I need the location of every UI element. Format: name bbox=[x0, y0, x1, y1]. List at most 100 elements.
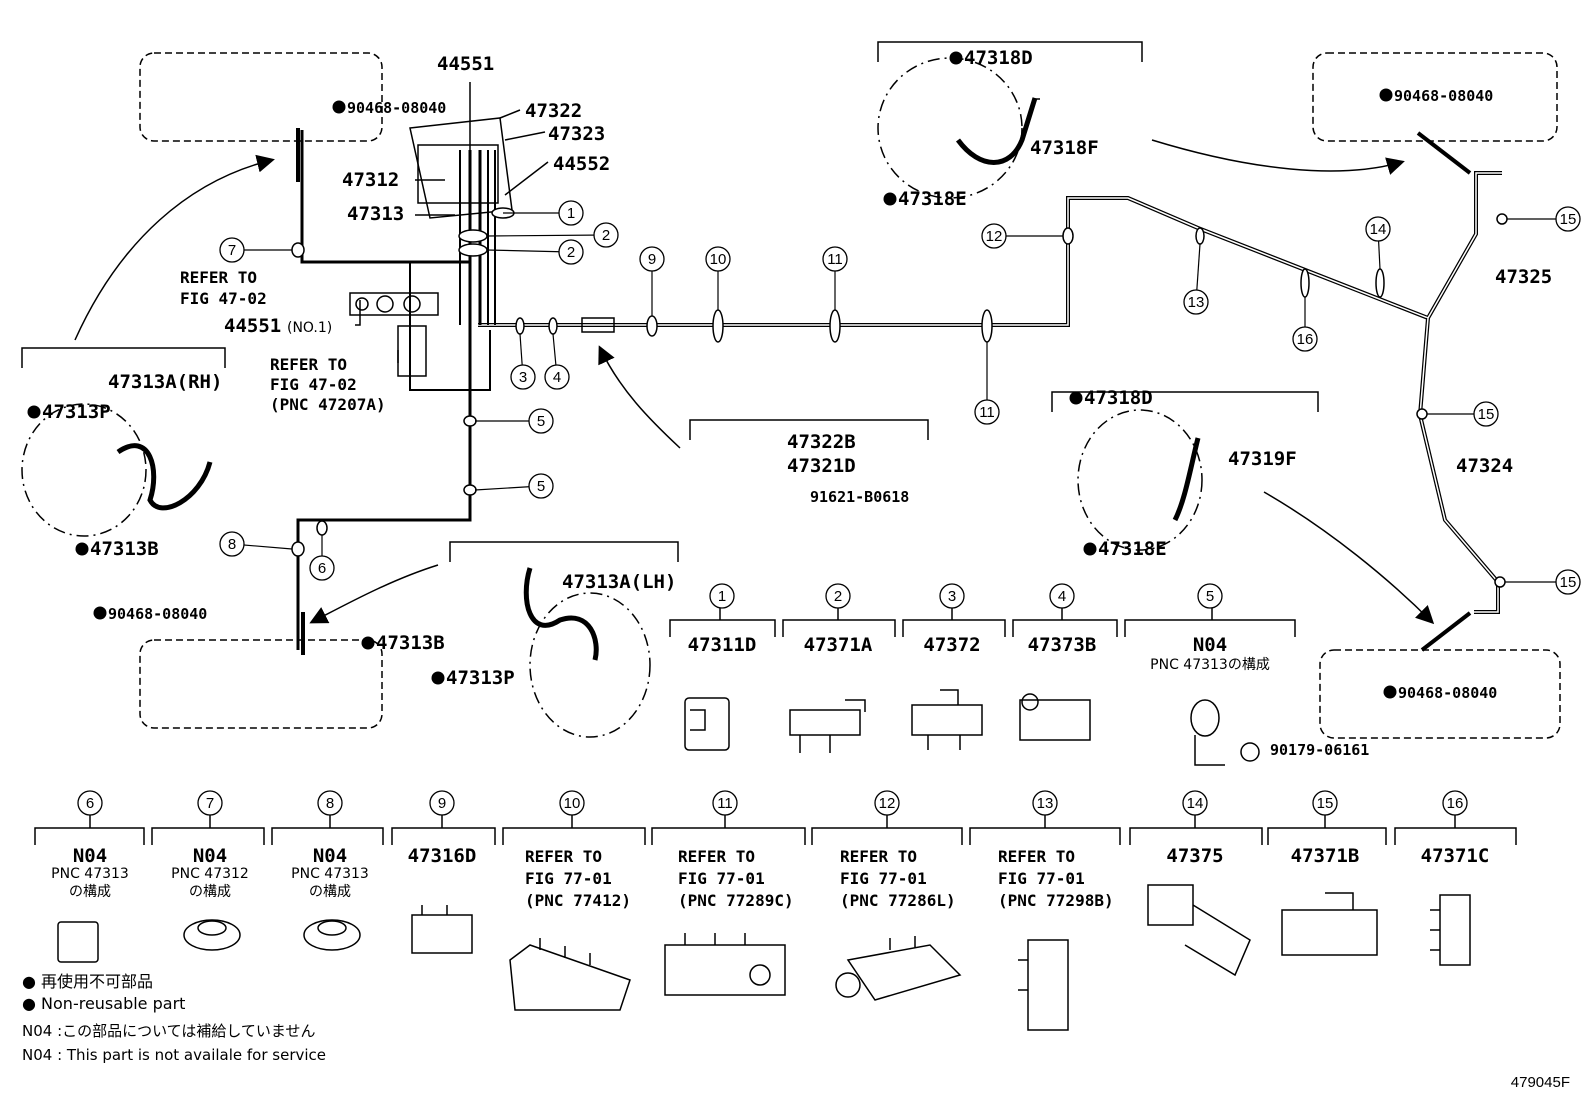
callout-number-circle bbox=[219, 531, 245, 557]
callout-number: 8 bbox=[228, 536, 236, 553]
clip-row1-number-circle bbox=[1049, 583, 1075, 609]
label-clip-row2-3-label: 47316D bbox=[408, 845, 477, 867]
callout-number: 10 bbox=[710, 251, 727, 268]
label-clip-row2-4-label: REFER TO bbox=[525, 847, 602, 866]
label-clip-row2-7-sub2: (PNC 77298B) bbox=[998, 891, 1114, 910]
bracket-mid-hose bbox=[1051, 391, 1319, 412]
label-clip-row2-9-label: 47371B bbox=[1291, 845, 1360, 867]
label-clip-row2-2-sub2: の構成 bbox=[309, 884, 351, 900]
label-parts-p47318E_mid: 47318E bbox=[1098, 538, 1167, 560]
clip-row2-number: 16 bbox=[1447, 795, 1464, 812]
label-parts-p47318E_top: 47318E bbox=[898, 188, 967, 210]
callout-number: 11 bbox=[979, 404, 995, 421]
label-p44551-no1-suffix: (NO.1) bbox=[287, 320, 332, 336]
label-parts-p47312: 47312 bbox=[342, 169, 399, 191]
hose-detail-ring-mid bbox=[1077, 409, 1203, 551]
label-clip-row2-10-label: 47371C bbox=[1421, 845, 1490, 867]
clip-row1-number: 2 bbox=[834, 588, 842, 605]
callout-number-circle bbox=[705, 246, 731, 272]
actuator-lines bbox=[296, 150, 472, 650]
top-left-dashed-box bbox=[139, 52, 383, 142]
callout-number: 4 bbox=[553, 369, 561, 386]
arrow-to-union bbox=[598, 345, 681, 449]
actuator-body bbox=[417, 144, 499, 204]
legend-nonreusable-en: ● Non-reusable part bbox=[22, 994, 186, 1013]
callout-number: 2 bbox=[602, 227, 610, 244]
non-reusable-dot bbox=[1383, 685, 1397, 699]
label-parts-p90468_bl: 90468-08040 bbox=[108, 605, 207, 623]
label-clip-row2-0-label: N04 bbox=[73, 845, 107, 867]
label-parts-p47318D_top: 47318D bbox=[964, 47, 1033, 69]
clip-row2-number: 9 bbox=[438, 795, 446, 812]
clip-row2-number-circle bbox=[1182, 790, 1208, 816]
label-clip-row2-4-sub1: FIG 77-01 bbox=[525, 869, 612, 888]
label-clip-row1-4-sub: PNC 47313の構成 bbox=[1150, 657, 1270, 673]
bracket-lh-hose bbox=[449, 541, 679, 562]
callout-number-circle bbox=[1365, 216, 1391, 242]
clip-row1-number: 1 bbox=[718, 588, 726, 605]
non-reusable-dot bbox=[431, 671, 445, 685]
clip-row2-number-circle bbox=[429, 790, 455, 816]
label-parts-p47313B_lh: 47313B bbox=[376, 632, 445, 654]
callout-number: 14 bbox=[1370, 221, 1387, 238]
label-clip-row2-7-label: REFER TO bbox=[998, 847, 1075, 866]
clip-icon-4 bbox=[1019, 693, 1091, 741]
label-clip-row2-6-label: REFER TO bbox=[840, 847, 917, 866]
clip-row2-number-circle bbox=[197, 790, 223, 816]
clip-row1-number-circle bbox=[1197, 583, 1223, 609]
bottom-left-dashed-box bbox=[139, 639, 383, 729]
callout-number: 9 bbox=[648, 251, 656, 268]
label-parts-p47313A_lh: 47313A(LH) bbox=[562, 571, 676, 593]
label-clip-row2-1-sub2: の構成 bbox=[189, 884, 231, 900]
label-parts-refer1: REFER TO bbox=[180, 268, 257, 287]
label-clip-row2-4-sub2: (PNC 77412) bbox=[525, 891, 631, 910]
callout-number: 15 bbox=[1478, 406, 1495, 423]
label-clip-row1-0-label: 47311D bbox=[688, 634, 757, 656]
label-clip-row2-1-sub1: PNC 47312 bbox=[171, 866, 249, 882]
callout-number-circle bbox=[219, 237, 245, 263]
clip-row1-number: 3 bbox=[948, 588, 956, 605]
callout-number-circle bbox=[309, 555, 335, 581]
bracket-rh-hose bbox=[21, 347, 226, 368]
label-parts-p44551_no1: 44551 bbox=[224, 315, 281, 337]
label-parts-p90468_tl: 90468-08040 bbox=[347, 99, 446, 117]
clip-row2-number: 13 bbox=[1037, 795, 1054, 812]
clip-icon-5 bbox=[1190, 699, 1260, 766]
arrow-to-bottom-right-box bbox=[1263, 491, 1435, 625]
callout-leader bbox=[486, 249, 572, 253]
callout-number-circle bbox=[528, 473, 554, 499]
clip-row2-number: 15 bbox=[1317, 795, 1334, 812]
clip-icon-6 bbox=[57, 921, 99, 963]
clip-row2-number: 10 bbox=[564, 795, 581, 812]
callout-number: 5 bbox=[537, 478, 545, 495]
tube-top-right bbox=[1416, 131, 1472, 175]
non-reusable-dot bbox=[1069, 391, 1083, 405]
clip-row1-number-circle bbox=[825, 583, 851, 609]
clip-row2-number-circle bbox=[559, 790, 585, 816]
label-parts-p47322B: 47322B bbox=[787, 431, 856, 453]
label-parts-p90179: 90179-06161 bbox=[1270, 741, 1369, 759]
label-clip-row2-0-sub2: の構成 bbox=[69, 884, 111, 900]
clip-icon-9 bbox=[411, 905, 473, 954]
label-parts-p91621: 91621-B0618 bbox=[810, 488, 909, 506]
clip-row1-number-circle bbox=[709, 583, 735, 609]
label-clip-row2-8-label: 47375 bbox=[1166, 845, 1223, 867]
label-parts-p44551: 44551 bbox=[437, 53, 494, 75]
callout-number: 13 bbox=[1188, 294, 1205, 311]
clip-icon-11 bbox=[664, 933, 786, 996]
label-parts-p47318D_mid: 47318D bbox=[1084, 387, 1153, 409]
clip-icon-8 bbox=[303, 919, 361, 951]
label-clip-row2-6-sub1: FIG 77-01 bbox=[840, 869, 927, 888]
hose-detail-ring-top bbox=[877, 57, 1023, 199]
callout-number: 5 bbox=[537, 413, 545, 430]
hose-top bbox=[955, 97, 1038, 165]
callout-number-circle bbox=[558, 239, 584, 265]
label-parts-p47323: 47323 bbox=[548, 123, 605, 145]
callout-number-circle bbox=[1473, 401, 1499, 427]
callout-number-circle bbox=[510, 364, 536, 390]
main-brake-line bbox=[478, 171, 1502, 327]
callout-number: 2 bbox=[567, 244, 575, 261]
label-clip-row1-3-label: 47373B bbox=[1028, 634, 1097, 656]
clip-icon-12 bbox=[835, 936, 962, 1001]
relay-box bbox=[397, 325, 427, 377]
